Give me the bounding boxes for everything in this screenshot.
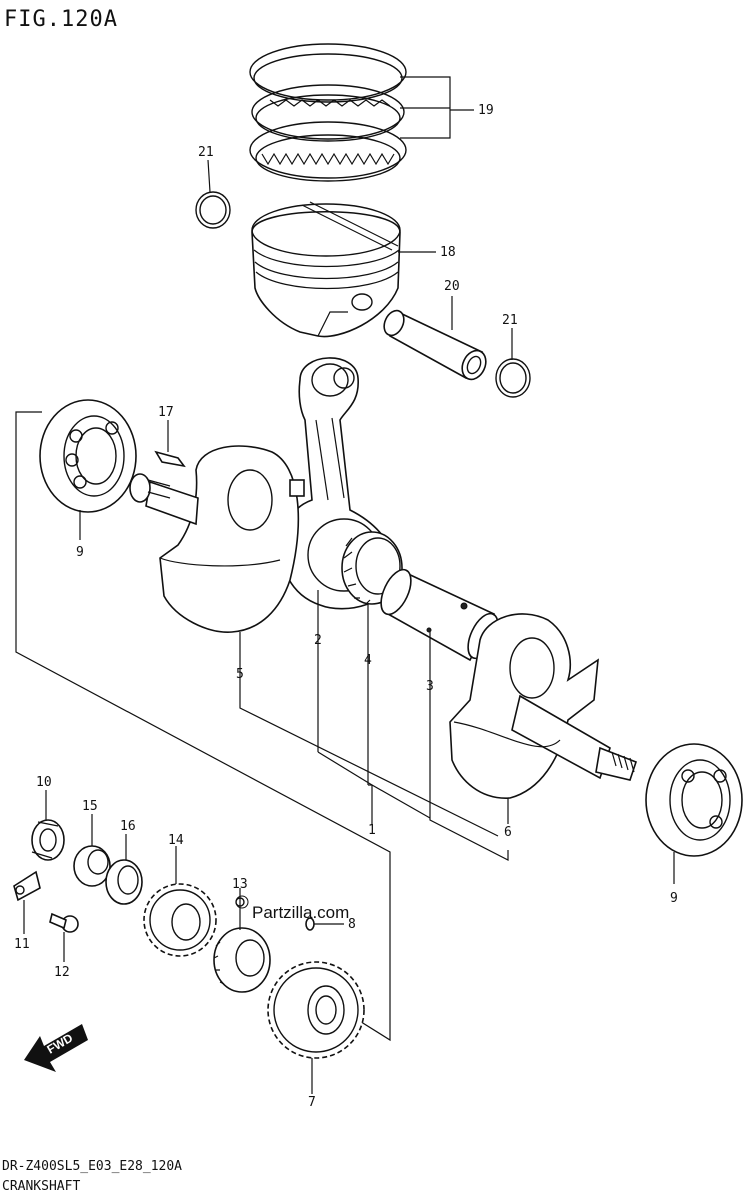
callout-labels: 1 2 3 4 5 6 7 8 9 9 10 11 12 13 14 15 16…: [14, 103, 678, 1110]
gear-13[interactable]: [213, 897, 271, 993]
callout-1: 1: [368, 823, 376, 838]
callout-11: 11: [14, 937, 30, 952]
callout-21-right: 21: [502, 313, 518, 328]
callout-7: 7: [308, 1095, 316, 1110]
circlip-left[interactable]: [195, 191, 231, 229]
bolt-12[interactable]: [49, 912, 79, 933]
callout-9-left: 9: [76, 545, 84, 560]
model-code: DR-Z400SL5_E03_E28_120A: [2, 1159, 182, 1174]
callout-19: 19: [478, 103, 494, 118]
callout-3: 3: [426, 679, 434, 694]
bearing-left[interactable]: [39, 399, 137, 513]
plate-11[interactable]: [13, 870, 41, 902]
washer-16[interactable]: [105, 859, 143, 905]
callout-9-right: 9: [670, 891, 678, 906]
callout-21-left: 21: [198, 145, 214, 160]
forward-arrow-icon: [24, 1024, 88, 1072]
callout-8: 8: [348, 917, 356, 932]
woodruff-key[interactable]: [154, 450, 186, 468]
spacer-15[interactable]: [73, 845, 111, 887]
gear-14[interactable]: [143, 883, 217, 957]
forward-direction-badge: FWD: [24, 1024, 88, 1072]
callout-2: 2: [314, 633, 322, 648]
callout-6: 6: [504, 825, 512, 840]
copyright-icon: [235, 895, 249, 909]
gear-7[interactable]: [267, 961, 365, 1059]
bearing-right[interactable]: [645, 743, 743, 857]
piston-pin[interactable]: [380, 307, 490, 383]
bearing-10[interactable]: [31, 819, 65, 861]
callout-5: 5: [236, 667, 244, 682]
callout-15: 15: [82, 799, 98, 814]
callout-20: 20: [444, 279, 460, 294]
callout-4: 4: [364, 653, 372, 668]
svg-text:Partzilla.com: Partzilla.com: [252, 903, 349, 922]
callout-18: 18: [440, 245, 456, 260]
leader-5: [239, 632, 499, 837]
leader-21a: [207, 159, 211, 193]
piston[interactable]: [251, 201, 401, 338]
callout-13: 13: [232, 877, 248, 892]
callout-17: 17: [158, 405, 174, 420]
callout-10: 10: [36, 775, 52, 790]
piston-ring-set[interactable]: [249, 43, 407, 182]
callout-16: 16: [120, 819, 136, 834]
section-name: CRANKSHAFT: [2, 1179, 80, 1194]
figure-title: FIG.120A: [4, 7, 118, 32]
callout-14: 14: [168, 833, 184, 848]
circlip-right[interactable]: [495, 358, 531, 398]
crankshaft-left[interactable]: [129, 445, 305, 633]
watermark: Partzilla.com: [235, 895, 349, 922]
crankshaft-right[interactable]: [449, 613, 637, 799]
callout-12: 12: [54, 965, 70, 980]
